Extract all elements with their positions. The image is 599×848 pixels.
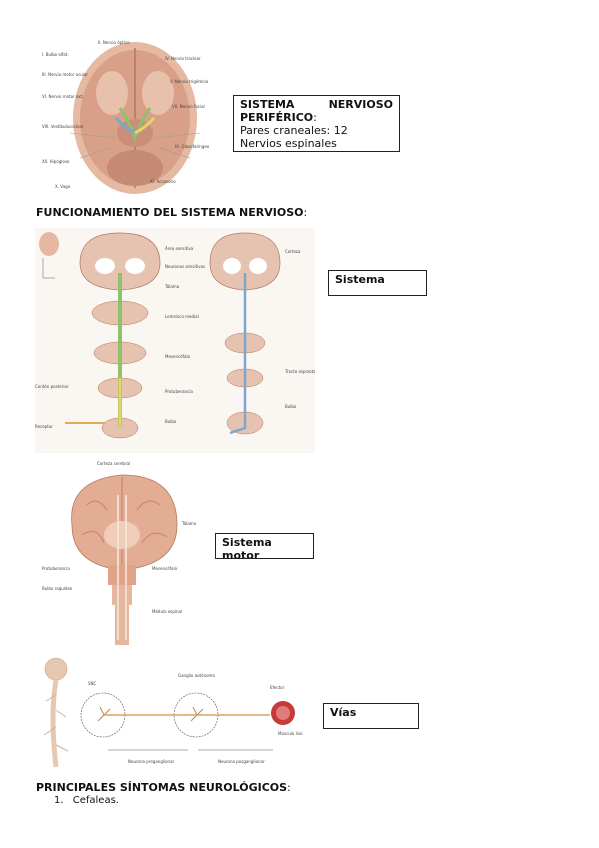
motor-system-figure: Corteza cerebral Tálamo Protuberancia Me… — [42, 455, 212, 645]
cranial-pairs-line: Pares craneales: 12 — [240, 124, 348, 137]
svg-text:Bulbo raquídeo: Bulbo raquídeo — [42, 586, 73, 591]
svg-text:Cordón posterior: Cordón posterior — [35, 384, 69, 389]
svg-text:V. Nervio trigémino: V. Nervio trigémino — [170, 79, 209, 84]
list-item-text: Cefaleas. — [72, 795, 119, 806]
box-title-word-2: NERVIOSO — [328, 98, 393, 111]
sensory-pathways-figure: Área sensitiva Neuronas sensitivas Tálam… — [35, 228, 315, 453]
svg-text:Tracto espinotalámico: Tracto espinotalámico — [284, 369, 315, 374]
functioning-heading-colon: : — [303, 206, 308, 219]
svg-text:Mesencéfalo: Mesencéfalo — [165, 354, 191, 359]
svg-text:I. Bulbo olfat.: I. Bulbo olfat. — [42, 52, 69, 57]
svg-text:Lemnisco medial: Lemnisco medial — [165, 314, 199, 319]
list-item: 1. Cefaleas. — [54, 795, 119, 806]
svg-text:Corteza cerebral: Corteza cerebral — [97, 461, 130, 466]
svg-text:Músculo liso: Músculo liso — [278, 731, 303, 736]
autonomic-pathways-figure: SNC Ganglio autónomo Efector Neurona pre… — [38, 655, 308, 775]
svg-text:Corteza: Corteza — [285, 249, 301, 254]
svg-text:VI. Nervio motor ext.: VI. Nervio motor ext. — [42, 94, 84, 99]
svg-text:Neurona posganglionar: Neurona posganglionar — [218, 759, 265, 764]
symptoms-list: 1. Cefaleas. — [54, 795, 119, 806]
motor-system-box: Sistema motor — [215, 533, 314, 559]
svg-text:Tálamo: Tálamo — [181, 521, 197, 526]
autonomic-pathways-box: Vías — [323, 703, 419, 729]
functioning-heading-text: FUNCIONAMIENTO DEL SISTEMA NERVIOSO — [36, 206, 304, 219]
svg-text:VII. Nervio facial: VII. Nervio facial — [172, 104, 205, 109]
svg-text:Tálamo: Tálamo — [164, 284, 180, 289]
peripheral-nervous-system-box: SISTEMA NERVIOSO PERIFÉRICO: Pares crane… — [233, 95, 400, 152]
sensory-box-label: Sistema — [335, 273, 385, 286]
svg-text:X. Vago: X. Vago — [55, 184, 71, 189]
functioning-heading: FUNCIONAMIENTO DEL SISTEMA NERVIOSO: — [36, 206, 307, 219]
svg-text:SNC: SNC — [88, 681, 97, 686]
symptoms-heading-colon: : — [287, 781, 291, 794]
svg-text:Bulbo: Bulbo — [165, 419, 177, 424]
svg-text:IV. Nervio troclear: IV. Nervio troclear — [165, 56, 201, 61]
svg-text:Área sensitiva: Área sensitiva — [165, 246, 194, 251]
svg-text:IX. Glosofaríngeo: IX. Glosofaríngeo — [175, 144, 210, 149]
box-title-word-3: PERIFÉRICO — [240, 111, 314, 124]
box-title-colon: : — [313, 111, 317, 124]
svg-text:Neurona preganglionar: Neurona preganglionar — [128, 759, 175, 764]
svg-text:II. Nervio óptico: II. Nervio óptico — [98, 40, 130, 45]
spinal-nerves-line: Nervios espinales — [240, 137, 337, 150]
box-title-word-1: SISTEMA — [240, 98, 295, 111]
symptoms-heading-text: PRINCIPALES SÍNTOMAS NEUROLÓGICOS — [36, 781, 288, 794]
svg-text:Médula espinal: Médula espinal — [152, 609, 182, 614]
svg-text:Receptor: Receptor — [35, 424, 53, 429]
motor-box-label: Sistema — [222, 536, 272, 549]
svg-text:Ganglio autónomo: Ganglio autónomo — [178, 673, 215, 678]
svg-text:Efector: Efector — [270, 685, 285, 690]
svg-text:Protuberancia: Protuberancia — [42, 566, 70, 571]
cranial-nerves-figure: II. Nervio óptico I. Bulbo olfat. IV. Ne… — [40, 38, 230, 203]
svg-text:VIII. Vestibulococlear: VIII. Vestibulococlear — [42, 124, 84, 129]
svg-text:XI. Accesorio: XI. Accesorio — [150, 179, 176, 184]
svg-text:Bulbo: Bulbo — [285, 404, 297, 409]
sensory-system-box: Sistema — [328, 270, 427, 296]
symptoms-heading: PRINCIPALES SÍNTOMAS NEUROLÓGICOS: — [36, 781, 291, 794]
vias-box-label: Vías — [330, 706, 357, 719]
svg-text:XII. Hipogloso: XII. Hipogloso — [42, 159, 70, 164]
motor-box-label-cut: motor — [222, 549, 260, 559]
svg-text:Mesencéfalo: Mesencéfalo — [152, 566, 178, 571]
svg-text:Protuberancia: Protuberancia — [165, 389, 193, 394]
svg-text:Neuronas sensitivas: Neuronas sensitivas — [165, 264, 205, 269]
svg-text:III. Nervio motor ocular: III. Nervio motor ocular — [42, 72, 88, 77]
list-item-number: 1. — [54, 795, 64, 806]
